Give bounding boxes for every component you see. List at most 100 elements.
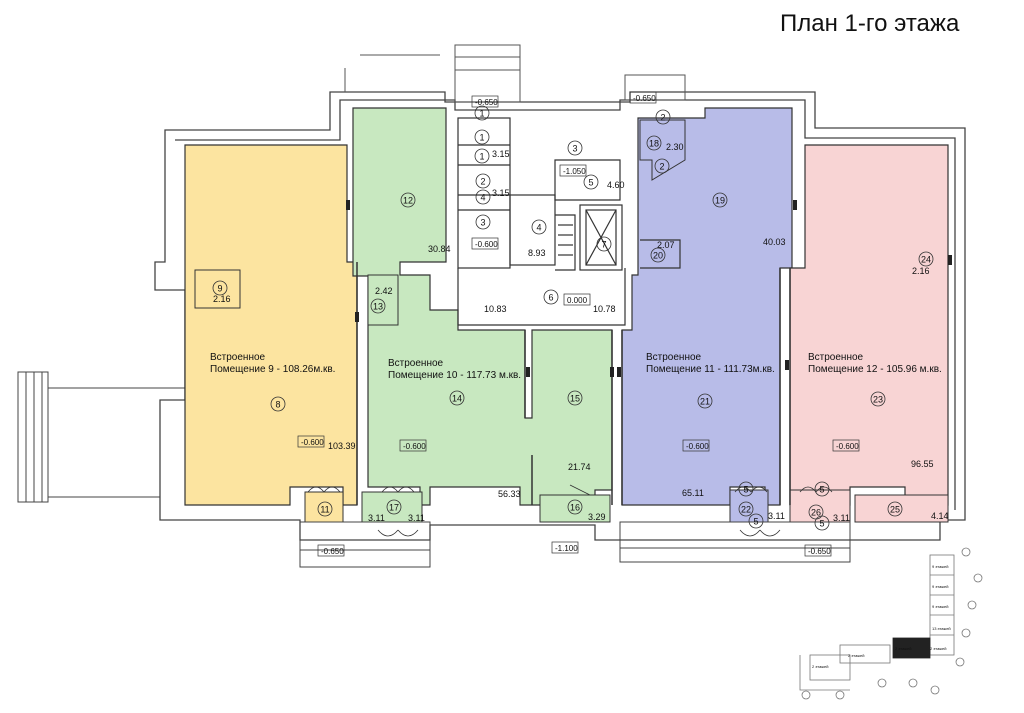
- room-number-circle: [918, 251, 934, 267]
- room-number: 8: [275, 400, 280, 410]
- room-number: 21: [700, 397, 710, 407]
- room-number-circle: [474, 105, 490, 121]
- premise-title-line1: Встроенное: [388, 358, 444, 369]
- room-number: 4: [536, 223, 541, 233]
- key-plan-label: 9 этажей: [932, 604, 948, 609]
- room-16-area: [539, 494, 611, 523]
- room-13-area: [367, 274, 399, 326]
- premise-title-line1: Встроенное: [808, 352, 864, 363]
- room-number-circle: [270, 396, 286, 412]
- room-number: 14: [452, 394, 462, 404]
- key-plan-label: 9 этажей: [932, 584, 948, 589]
- window-markers: [346, 200, 952, 377]
- room-number: 2: [660, 113, 665, 123]
- room-number-circle: [814, 515, 830, 531]
- room-area-label: 2.16: [213, 294, 231, 304]
- level-mark-box: [297, 435, 325, 448]
- room-number: 5: [753, 517, 758, 527]
- room-area-label: 2.16: [912, 266, 930, 276]
- room-number-circle: [475, 214, 491, 230]
- room-number-circle: [738, 481, 754, 497]
- room-number-circle: [474, 129, 490, 145]
- room-number-circle: [531, 219, 547, 235]
- room-9-area: [194, 269, 241, 309]
- room-number: 5: [819, 485, 824, 495]
- level-mark: -1.100: [555, 544, 578, 553]
- room-number-circle: [870, 391, 886, 407]
- room-number-circle: [317, 501, 333, 517]
- room-area-label: 21.74: [568, 462, 591, 472]
- room-area-label: 4.60: [607, 180, 625, 190]
- level-mark: -0.600: [301, 438, 324, 447]
- room-area-label: 3.15: [492, 149, 510, 159]
- premise-11-area: [621, 107, 793, 506]
- room-number: 15: [570, 394, 580, 404]
- room-number: 25: [890, 505, 900, 515]
- level-mark: -0.600: [686, 442, 709, 451]
- key-plan-label: 2 этажей: [848, 653, 864, 658]
- room-number: 2: [659, 162, 664, 172]
- room-number: 18: [649, 139, 659, 149]
- room-area-label: 96.55: [911, 459, 934, 469]
- division-walls: [356, 262, 791, 505]
- room-number: 16: [570, 503, 580, 513]
- room-area-label: 3.15: [492, 188, 510, 198]
- key-plan-label: 9 этажей: [932, 564, 948, 569]
- room-area-label: 3.11: [368, 513, 385, 523]
- level-mark-box: [804, 544, 832, 557]
- room-number-circle: [567, 499, 583, 515]
- room-area-label: 40.03: [763, 237, 786, 247]
- key-plan-label: 13 этажей: [932, 626, 951, 631]
- room-area-label: 10.83: [484, 304, 507, 314]
- level-mark-box: [629, 91, 657, 104]
- room-number-circle: [738, 501, 754, 517]
- level-mark: 0.000: [567, 296, 588, 305]
- room-number: 5: [743, 485, 748, 495]
- room-area-label: 2.07: [657, 240, 675, 250]
- level-mark: -1.050: [563, 167, 586, 176]
- level-mark-box: [682, 439, 710, 452]
- room-number-circle: [650, 247, 666, 263]
- key-plan-label: 2 этажей: [895, 646, 911, 651]
- room-number: 17: [389, 503, 399, 513]
- level-mark-box: [471, 237, 499, 250]
- room-number: 11: [320, 505, 329, 515]
- room-number-circle: [814, 481, 830, 497]
- level-mark-box: [317, 544, 345, 557]
- room-number: 1: [479, 133, 484, 143]
- level-mark: -0.600: [836, 442, 859, 451]
- premise-9-area: [184, 144, 358, 506]
- level-mark: -0.650: [808, 547, 831, 556]
- level-mark-box: [551, 541, 579, 554]
- level-mark-box: [471, 95, 499, 108]
- room-number: 19: [715, 196, 725, 206]
- room-number: 6: [548, 293, 553, 303]
- bottom-porches: [299, 521, 851, 568]
- key-plan: [799, 547, 983, 700]
- room-18-area: [639, 119, 686, 181]
- room-number: 1: [479, 152, 484, 162]
- doors: [307, 484, 833, 537]
- room-number-circle: [475, 173, 491, 189]
- premise-title-line2: Помещение 10 - 117.73 м.кв.: [388, 370, 521, 381]
- room-number: 22: [741, 505, 751, 515]
- room-number-circle: [567, 140, 583, 156]
- level-mark-box: [399, 439, 427, 452]
- room-number: 12: [403, 196, 413, 206]
- room-number-circle: [543, 289, 559, 305]
- room-number-circle: [712, 192, 728, 208]
- premise-title-line1: Встроенное: [210, 352, 266, 363]
- room-number-circle: [567, 390, 583, 406]
- level-mark-box: [563, 293, 591, 306]
- room-number: 9: [217, 284, 222, 294]
- room-number: 24: [921, 255, 931, 265]
- room-number: 5: [819, 519, 824, 529]
- level-mark: -0.650: [633, 94, 656, 103]
- key-plan-label: 2 этажей: [930, 646, 946, 651]
- room-number: 4: [480, 193, 485, 203]
- premise-title-line2: Помещение 12 - 105.96 м.кв.: [808, 364, 942, 375]
- room-area-label: 4.14: [931, 511, 949, 521]
- room-number-circle: [654, 158, 670, 174]
